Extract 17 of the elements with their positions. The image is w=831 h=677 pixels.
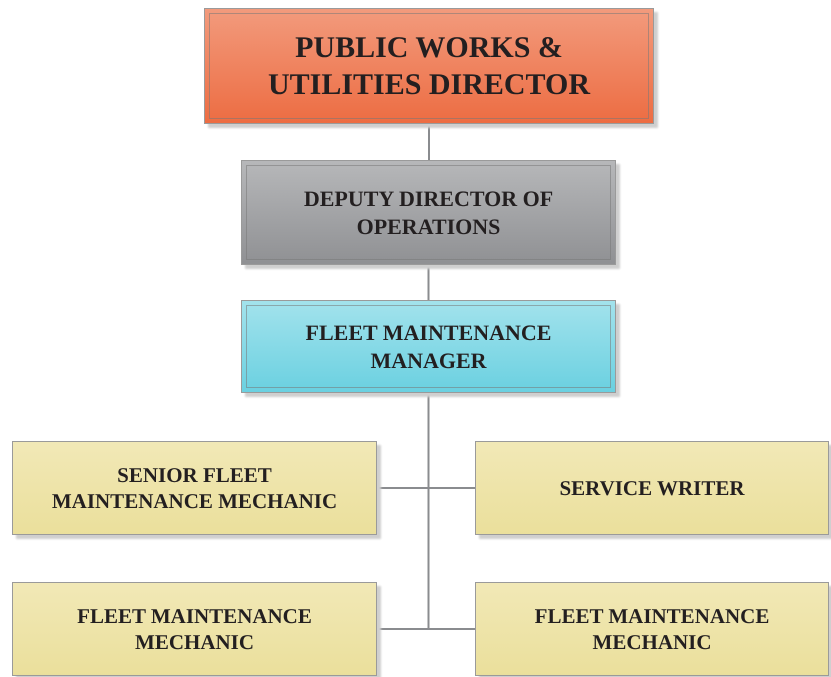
role-title: FLEET MAINTENANCE MECHANIC (76, 602, 313, 656)
staff-box (475, 582, 829, 676)
role-title: FLEET MAINTENANCE MECHANIC (534, 602, 770, 656)
director-box (204, 8, 654, 124)
staff-box (475, 441, 829, 535)
manager-box (241, 300, 616, 393)
role-title: FLEET MAINTENANCE MANAGER (304, 319, 552, 374)
connector-line (428, 393, 475, 630)
deputy-box (241, 160, 616, 265)
role-title: DEPUTY DIRECTOR OF OPERATIONS (302, 185, 554, 240)
role-title: PUBLIC WORKS & UTILITIES DIRECTOR (266, 30, 592, 103)
role-title: SERVICE WRITER (558, 474, 746, 502)
staff-box (12, 441, 377, 535)
role-title: SENIOR FLEET MAINTENANCE MECHANIC (50, 462, 338, 514)
connector-line (428, 124, 430, 160)
staff-box (12, 582, 377, 676)
connector-line (428, 265, 430, 300)
